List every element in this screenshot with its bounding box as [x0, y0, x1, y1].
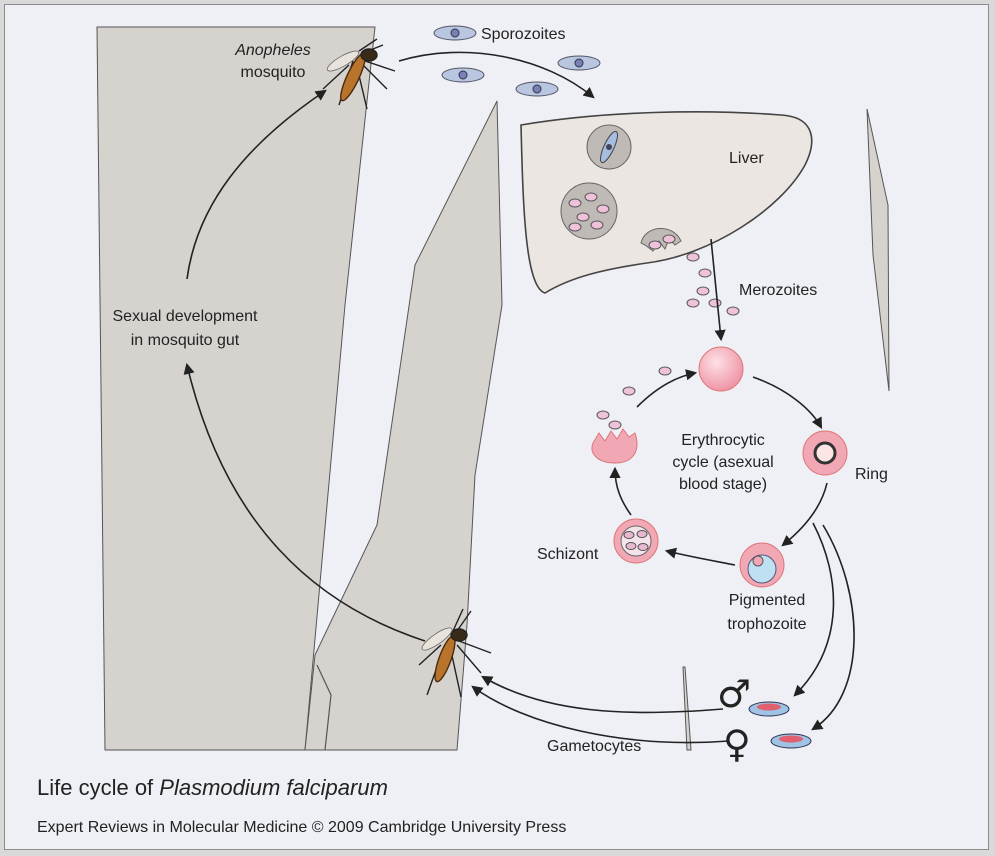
figure-credit: Expert Reviews in Molecular Medicine © 2…	[37, 819, 566, 837]
merozoites-label: Merozoites	[739, 282, 817, 299]
arrow-to-male-gametocyte	[795, 523, 833, 695]
erythrocytic-cycle-label-1: Erythrocytic	[681, 432, 765, 449]
arrow-ring-to-trophozoite	[783, 483, 827, 545]
male-symbol: ♂	[717, 672, 751, 716]
female-gametocyte	[771, 734, 811, 748]
trophozoite-label-2: trophozoite	[727, 616, 806, 633]
arrow-female-to-mosquito	[473, 687, 729, 743]
life-cycle-diagram: Anopheles mosquito Sporozoites Liver Mer…	[5, 5, 990, 765]
gametocyte-needle	[683, 667, 691, 750]
figure-frame: Anopheles mosquito Sporozoites Liver Mer…	[4, 4, 989, 850]
arrow-to-female-gametocyte	[813, 525, 854, 729]
mosquito-label: mosquito	[241, 64, 306, 81]
caption-title-prefix: Life cycle of	[37, 775, 159, 800]
anopheles-label: Anopheles	[234, 42, 311, 59]
liver-infected-cell-1	[587, 125, 631, 169]
right-sliver	[867, 109, 889, 391]
arrow-liver-to-blood	[711, 239, 721, 339]
sporozoites-label: Sporozoites	[481, 26, 566, 43]
sexual-development-label-2: in mosquito gut	[131, 332, 240, 349]
erythrocytic-cycle-label-2: cycle (asexual	[672, 454, 773, 471]
ring-label: Ring	[855, 466, 888, 483]
arrow-rupture-to-rbc	[637, 373, 695, 407]
red-blood-cell	[699, 347, 743, 391]
female-symbol: ♀	[723, 722, 751, 765]
gametocytes-label: Gametocytes	[547, 738, 641, 755]
ruptured-cell	[592, 367, 671, 463]
arrow-rbc-to-ring	[753, 377, 821, 427]
ring-stage-cell	[803, 431, 847, 475]
erythrocytic-cycle-label-3: blood stage)	[679, 476, 767, 493]
schizont-cell	[614, 519, 658, 563]
arrow-schizont-to-rupture	[615, 469, 631, 515]
male-gametocyte	[749, 702, 789, 716]
trophozoite-cell	[740, 543, 784, 587]
trophozoite-label-1: Pigmented	[729, 592, 806, 609]
liver-schizont	[561, 183, 617, 239]
liver-label: Liver	[729, 150, 764, 167]
figure-caption-title: Life cycle of Plasmodium falciparum	[37, 775, 388, 801]
sexual-development-label-1: Sexual development	[113, 308, 259, 325]
arrow-trophozoite-to-schizont	[667, 551, 735, 565]
schizont-label: Schizont	[537, 546, 599, 563]
caption-title-species: Plasmodium falciparum	[159, 775, 388, 800]
